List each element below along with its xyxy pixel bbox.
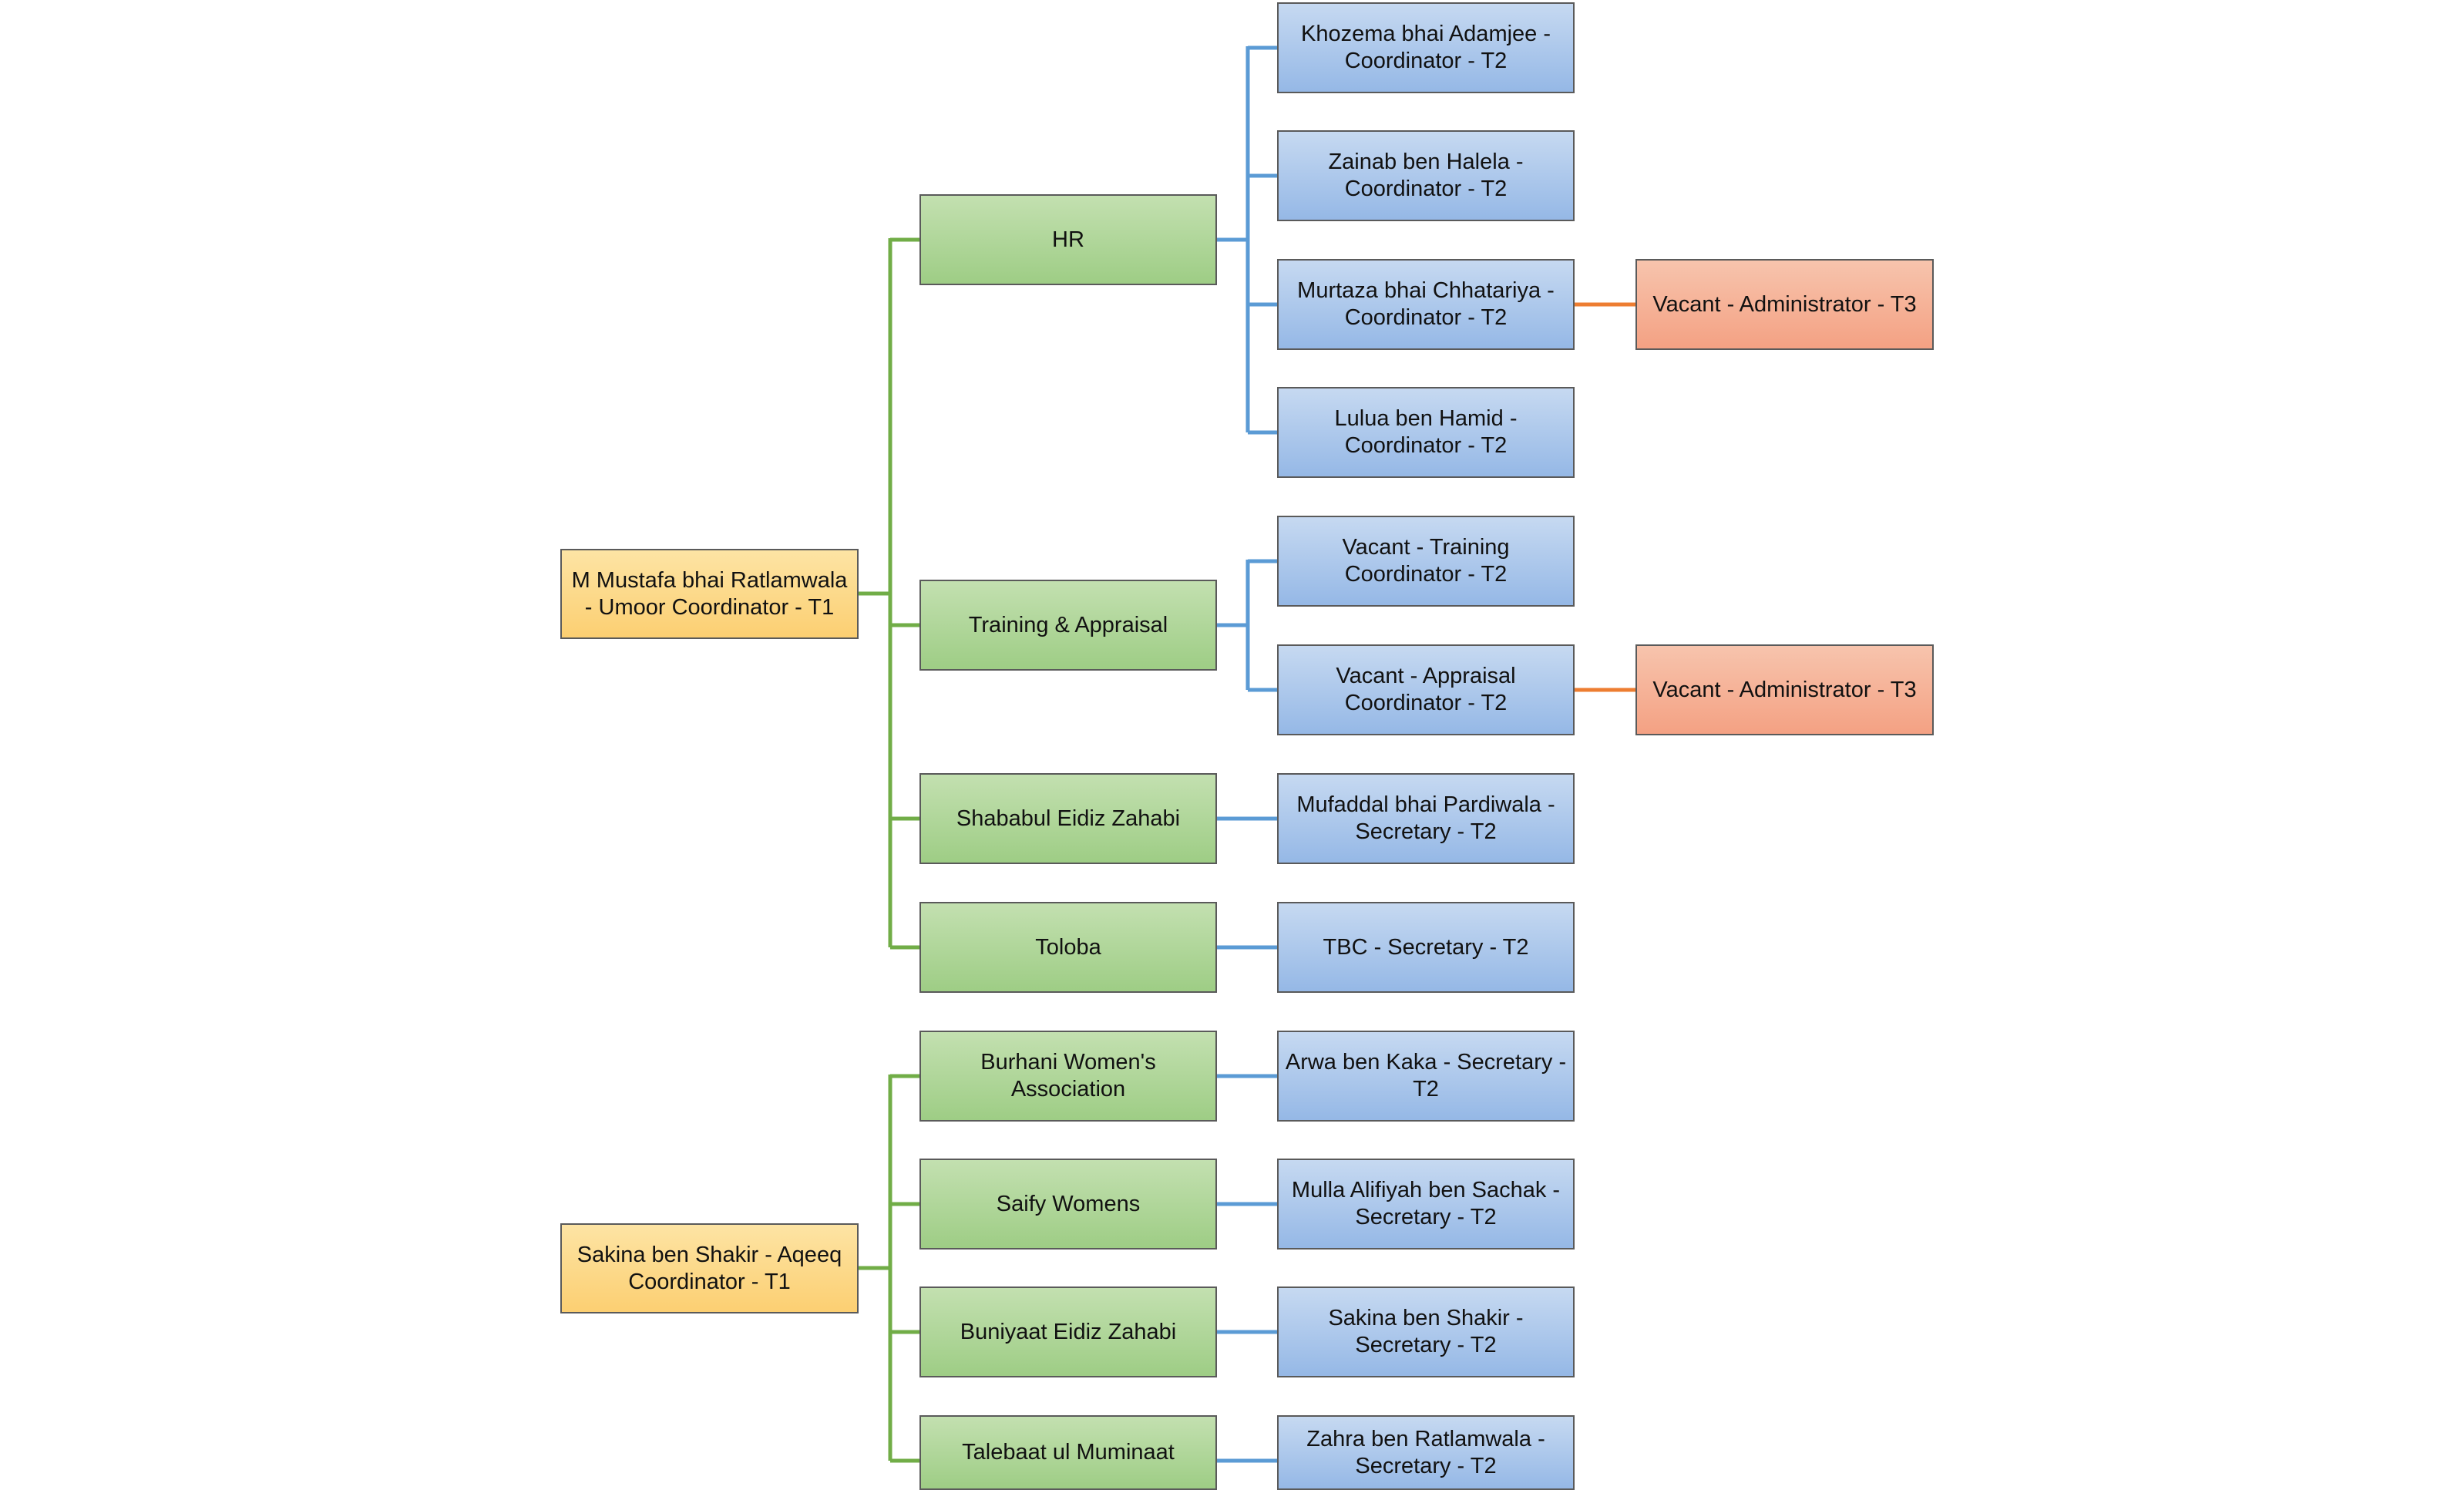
node-label: Shababul Eidiz Zahabi: [956, 806, 1181, 831]
node-label: Buniyaat Eidiz Zahabi: [960, 1319, 1177, 1344]
node-khozema-adamjee: Khozema bhai Adamjee - Coordinator - T2: [1277, 2, 1575, 93]
node-vacant-administrator-1: Vacant - Administrator - T3: [1635, 259, 1934, 350]
node-zahra-ratlamwala: Zahra ben Ratlamwala - Secretary - T2: [1277, 1415, 1575, 1490]
node-vacant-training-coordinator: Vacant - Training Coordinator - T2: [1277, 516, 1575, 607]
node-label: Talebaat ul Muminaat: [962, 1440, 1175, 1465]
node-toloba: Toloba: [919, 902, 1217, 993]
orange-connectors: [1575, 302, 1635, 692]
green-connectors: [859, 237, 919, 1463]
node-label: TBC - Secretary - T2: [1323, 934, 1529, 960]
node-saify-womens: Saify Womens: [919, 1159, 1217, 1250]
node-aqeeq-coordinator: Sakina ben Shakir - Aqeeq Coordinator - …: [560, 1223, 859, 1313]
node-label: Burhani Women's Association: [980, 1050, 1156, 1102]
node-label: Lulua ben Hamid - Coordinator - T2: [1334, 406, 1518, 458]
node-tbc-secretary: TBC - Secretary - T2: [1277, 902, 1575, 993]
node-label: Khozema bhai Adamjee - Coordinator - T2: [1300, 22, 1551, 73]
node-label: Zahra ben Ratlamwala - Secretary - T2: [1306, 1426, 1545, 1478]
node-label: Murtaza bhai Chhatariya - Coordinator - …: [1297, 278, 1555, 330]
node-vacant-administrator-2: Vacant - Administrator - T3: [1635, 644, 1934, 735]
node-label: Saify Womens: [996, 1191, 1141, 1216]
node-alifiyah-sachak: Mulla Alifiyah ben Sachak - Secretary - …: [1277, 1159, 1575, 1250]
node-label: Vacant - Administrator - T3: [1652, 677, 1917, 702]
node-label: Vacant - Training Coordinator - T2: [1342, 535, 1510, 587]
node-umoor-coordinator: M Mustafa bhai Ratlamwala - Umoor Coordi…: [560, 549, 859, 639]
node-mufaddal-pardiwala: Mufaddal bhai Pardiwala - Secretary - T2: [1277, 773, 1575, 864]
node-label: M Mustafa bhai Ratlamwala - Umoor Coordi…: [571, 567, 848, 620]
node-label: Mulla Alifiyah ben Sachak - Secretary - …: [1291, 1178, 1561, 1229]
node-lulua-hamid: Lulua ben Hamid - Coordinator - T2: [1277, 387, 1575, 478]
node-arwa-kaka: Arwa ben Kaka - Secretary - T2: [1277, 1031, 1575, 1122]
node-talebaat-ul-muminaat: Talebaat ul Muminaat: [919, 1415, 1217, 1490]
node-label: Sakina ben Shakir - Secretary - T2: [1328, 1306, 1524, 1357]
node-zainab-halela: Zainab ben Halela - Coordinator - T2: [1277, 130, 1575, 221]
node-burhani-womens-association: Burhani Women's Association: [919, 1031, 1217, 1122]
node-label: Zainab ben Halela - Coordinator - T2: [1328, 150, 1524, 201]
node-label: Mufaddal bhai Pardiwala - Secretary - T2: [1296, 792, 1555, 844]
node-label: HR: [1052, 227, 1084, 252]
node-hr: HR: [919, 194, 1217, 285]
node-murtaza-chhatariya: Murtaza bhai Chhatariya - Coordinator - …: [1277, 259, 1575, 350]
blue-connectors: [1217, 45, 1277, 1463]
node-buniyaat-eidiz-zahabi: Buniyaat Eidiz Zahabi: [919, 1287, 1217, 1377]
node-vacant-appraisal-coordinator: Vacant - Appraisal Coordinator - T2: [1277, 644, 1575, 735]
node-label: Arwa ben Kaka - Secretary - T2: [1285, 1050, 1567, 1102]
node-label: Sakina ben Shakir - Aqeeq Coordinator - …: [577, 1242, 842, 1294]
node-label: Vacant - Administrator - T3: [1652, 291, 1917, 317]
node-label: Vacant - Appraisal Coordinator - T2: [1336, 664, 1516, 715]
node-label: Toloba: [1035, 934, 1101, 960]
node-label: Training & Appraisal: [968, 612, 1168, 637]
node-shababul-eidiz-zahabi: Shababul Eidiz Zahabi: [919, 773, 1217, 864]
node-sakina-shakir-secretary: Sakina ben Shakir - Secretary - T2: [1277, 1287, 1575, 1377]
node-training-appraisal: Training & Appraisal: [919, 580, 1217, 671]
